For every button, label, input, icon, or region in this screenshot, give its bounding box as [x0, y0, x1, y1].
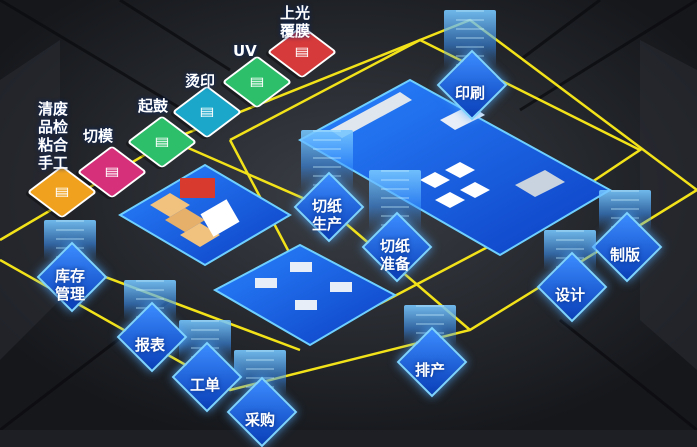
node-baobiao: 报表	[116, 280, 188, 373]
process-label-qiemo: 切模	[83, 127, 114, 145]
stack-icon: ▤	[54, 185, 70, 199]
node-qiezhi-zhunbei: 切纸 准备	[361, 170, 433, 283]
node-label: 制版	[609, 246, 640, 264]
die-cut-icon: ▤	[104, 165, 120, 179]
node-gongdan: 工单	[171, 320, 243, 413]
process-label-uv: UV	[233, 42, 257, 60]
node-kucun: 库存 管理	[36, 220, 108, 313]
node-label: 采购	[244, 411, 275, 429]
production-platform	[297, 78, 613, 257]
node-label: 工单	[189, 376, 220, 394]
foil-icon: ▤	[199, 105, 215, 119]
node-zhiban: 制版	[591, 190, 663, 283]
emboss-icon: ▤	[154, 135, 170, 149]
node-yinshua: 印刷	[436, 10, 508, 121]
node-label: 报表	[134, 336, 165, 354]
node-label: 设计	[554, 286, 585, 304]
process-label-fumo: 上光 覆膜	[280, 4, 311, 40]
process-label-tangyin: 烫印	[185, 72, 216, 90]
office-platform	[212, 243, 398, 347]
node-label: 库存 管理	[54, 267, 85, 303]
node-caigou: 采购	[226, 350, 298, 447]
node-qiezhi-shengchan: 切纸 生产	[293, 130, 365, 243]
process-label-qingfei: 清废 品检 粘合 手工	[38, 100, 69, 172]
uv-lamp-icon: ▤	[249, 75, 265, 89]
node-label: 切纸 生产	[311, 197, 342, 233]
node-sheji: 设计	[536, 230, 608, 323]
node-label: 印刷	[454, 84, 485, 102]
node-paichan: 排产	[396, 305, 468, 398]
warehouse-platform	[118, 163, 292, 267]
laminate-icon: ▤	[294, 45, 310, 59]
process-label-qigu: 起鼓	[138, 97, 169, 115]
node-label: 切纸 准备	[379, 237, 410, 273]
node-label: 排产	[414, 361, 445, 379]
